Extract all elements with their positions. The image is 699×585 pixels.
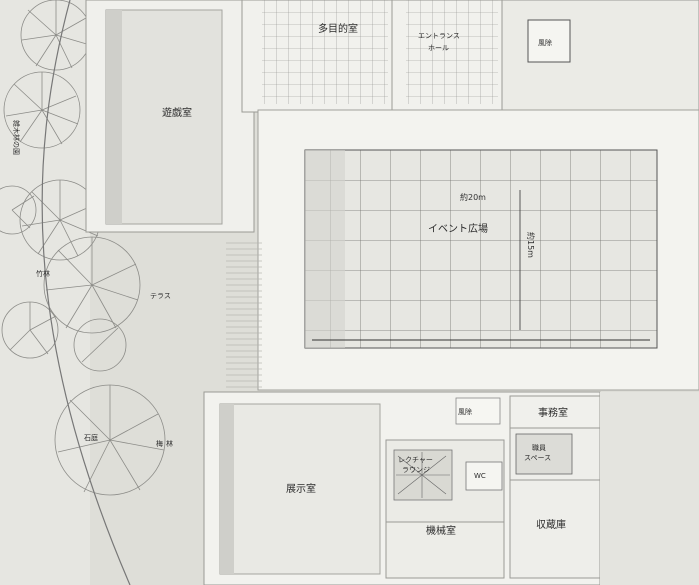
windbreak-top <box>501 0 699 113</box>
terrace-label: テラス <box>150 292 171 300</box>
side-garden-label: 雑木林の園 <box>12 120 21 155</box>
tree-icon <box>19 179 101 261</box>
width-dimension-label: 約20m <box>460 192 486 202</box>
event-plaza-label: イベント広場 <box>428 222 488 235</box>
depth-dimension-label: 約15m <box>526 232 536 258</box>
lab-area <box>385 439 505 523</box>
event-plaza <box>257 109 699 391</box>
entrance-hall <box>391 0 503 113</box>
ramp <box>226 238 262 388</box>
windbreak-bottom <box>455 397 501 425</box>
tree-icon <box>0 185 37 235</box>
entrance-hall-label-2: ホール <box>428 44 449 52</box>
multipurpose-room-label: 多目的室 <box>318 22 358 35</box>
outer-area <box>600 392 699 585</box>
tree-icon <box>1 301 59 359</box>
rock-garden-label: 石庭 <box>84 433 98 442</box>
exhibition-room-label: 展示室 <box>286 482 316 495</box>
play-room-label: 遊戯室 <box>162 106 192 119</box>
storage-room <box>509 479 601 579</box>
windbreak-bottom-label: 風除 <box>458 407 472 416</box>
bamboo-label: 竹林 <box>36 269 50 278</box>
forest-label: 梅 <box>156 439 163 448</box>
staff-space-label-2: スペース <box>524 454 551 462</box>
entrance-hall-label: エントランス <box>418 32 460 40</box>
play-room <box>85 0 255 233</box>
forest-label-2: 林 <box>166 439 173 448</box>
wc-label: WC <box>474 472 486 480</box>
storage-room-label: 収蔵庫 <box>536 518 566 531</box>
garden-area <box>0 0 166 585</box>
staff-space <box>509 427 601 481</box>
tree-icon <box>43 236 141 334</box>
office <box>509 395 601 429</box>
tree-icon <box>3 71 81 149</box>
machine-room <box>385 521 505 579</box>
tree-icon <box>73 318 127 372</box>
lab-label-2: ラウンジ <box>402 466 430 474</box>
staff-space-label: 職員 <box>532 443 546 452</box>
lab-label: レクチャー <box>398 456 433 464</box>
windbreak-top-label: 風除 <box>538 38 552 47</box>
multipurpose-room <box>241 0 393 113</box>
tree-icon <box>54 384 166 496</box>
machine-room-label: 機械室 <box>426 524 456 537</box>
office-label: 事務室 <box>538 406 568 419</box>
